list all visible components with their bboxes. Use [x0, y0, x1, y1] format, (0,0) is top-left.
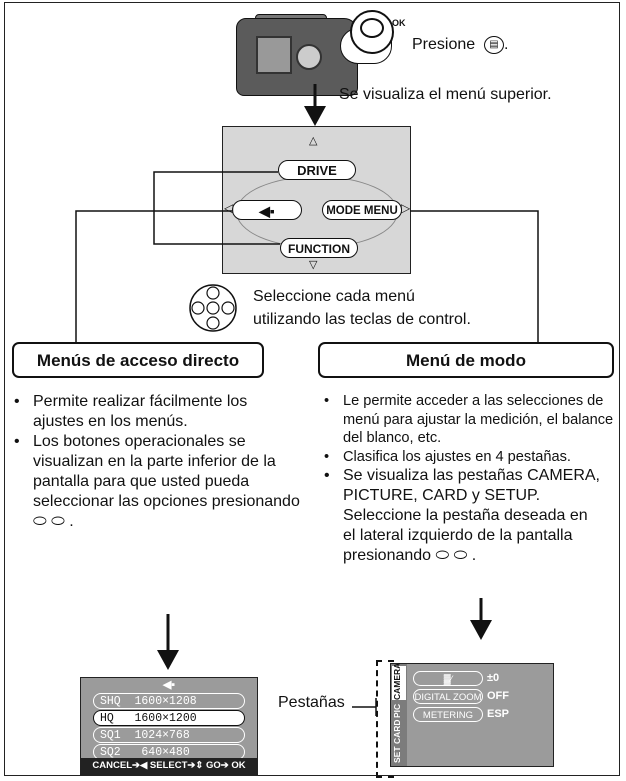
metering-value: ESP — [487, 708, 510, 720]
list-item: Permite realizar fácilmente los ajustes … — [14, 392, 283, 432]
down-arrow-icon — [304, 84, 326, 126]
tabs-bracket — [376, 660, 394, 778]
exposure-value: ±0 — [487, 672, 500, 684]
result-text: Se visualiza el menú superior. — [339, 86, 552, 103]
tab-setup: SET — [392, 746, 402, 764]
list-item: Le permite acceder a las selecciones de … — [324, 392, 614, 448]
up-arrow-icon: △ — [309, 135, 318, 147]
metering-item: METERING — [413, 707, 483, 722]
tab-picture: PIC — [392, 703, 402, 719]
tab-camera: CAMERA — [392, 663, 406, 700]
callout-line — [352, 698, 377, 716]
up-down-buttons-icon: ⬭ ⬭ — [33, 513, 65, 530]
left-bullet-list: Permite realizar fácilmente los ajustes … — [14, 392, 314, 532]
ok-button-icon — [360, 18, 384, 38]
lcd-title: ◀▪ — [162, 679, 176, 691]
shortcut-menus-heading: Menús de acceso directo — [12, 342, 264, 378]
up-down-buttons-icon: ⬭ ⬭ — [435, 547, 468, 564]
shortcut-menu-screen: ◀▪ SHQ 1600×1208 HQ 1600×1200 SQ1 1024×7… — [80, 677, 258, 775]
lcd-operation-bar: CANCEL➔◀ SELECT➔⇕ GO➔ OK — [81, 758, 257, 774]
right-bullet-list: Le permite acceder a las selecciones de … — [324, 392, 614, 566]
down-arrow-icon — [470, 598, 492, 640]
right-arrow-icon: ▷ — [401, 201, 411, 215]
dpad-text-1: Seleccione cada menú — [253, 288, 415, 305]
press-text: Presione — [412, 36, 476, 53]
camera-dpad-icon — [296, 44, 322, 70]
dpad-text-2: utilizando las teclas de control. — [253, 311, 471, 328]
dpad-icon — [189, 284, 237, 332]
lcd-row-hq: HQ 1600×1200 — [93, 710, 245, 726]
lcd-row-shq: SHQ 1600×1208 — [93, 693, 245, 709]
ok-inline-icon: ▤ — [484, 36, 504, 54]
function-pill[interactable]: FUNCTION — [280, 238, 358, 258]
page-frame — [4, 2, 620, 776]
lcd-row-sq1: SQ1 1024×768 — [93, 727, 245, 743]
tab-card: CARD — [392, 719, 402, 744]
down-arrow-small-icon: ▽ — [309, 259, 318, 271]
camera-screen — [256, 36, 292, 74]
shortcut-pill[interactable]: ◀▪ — [232, 200, 302, 220]
tabs-callout-label: Pestañas — [278, 694, 345, 711]
exposure-item: ▓⁄ — [413, 671, 483, 686]
digital-zoom-value: OFF — [487, 690, 509, 702]
mode-menu-heading: Menú de modo — [318, 342, 614, 378]
drive-pill[interactable]: DRIVE — [278, 160, 356, 180]
digital-zoom-item: DIGITAL ZOOM — [413, 689, 483, 704]
left-arrow-icon: ◁ — [224, 201, 234, 215]
list-item: Se visualiza las pestañas CAMERA, PICTUR… — [324, 466, 603, 566]
down-arrow-icon — [157, 614, 179, 670]
list-item: Los botones operacionales se visualizan … — [14, 432, 303, 532]
tab-strip: CAMERA PIC CARD SET — [391, 663, 407, 766]
mode-menu-pill[interactable]: MODE MENU — [322, 200, 402, 220]
list-item: Clasifica los ajustes en 4 pestañas. — [324, 448, 614, 467]
ok-callout-label: OK — [392, 18, 406, 28]
mode-menu-screen: CAMERA PIC CARD SET ▓⁄ ±0 DIGITAL ZOOM O… — [390, 663, 554, 767]
